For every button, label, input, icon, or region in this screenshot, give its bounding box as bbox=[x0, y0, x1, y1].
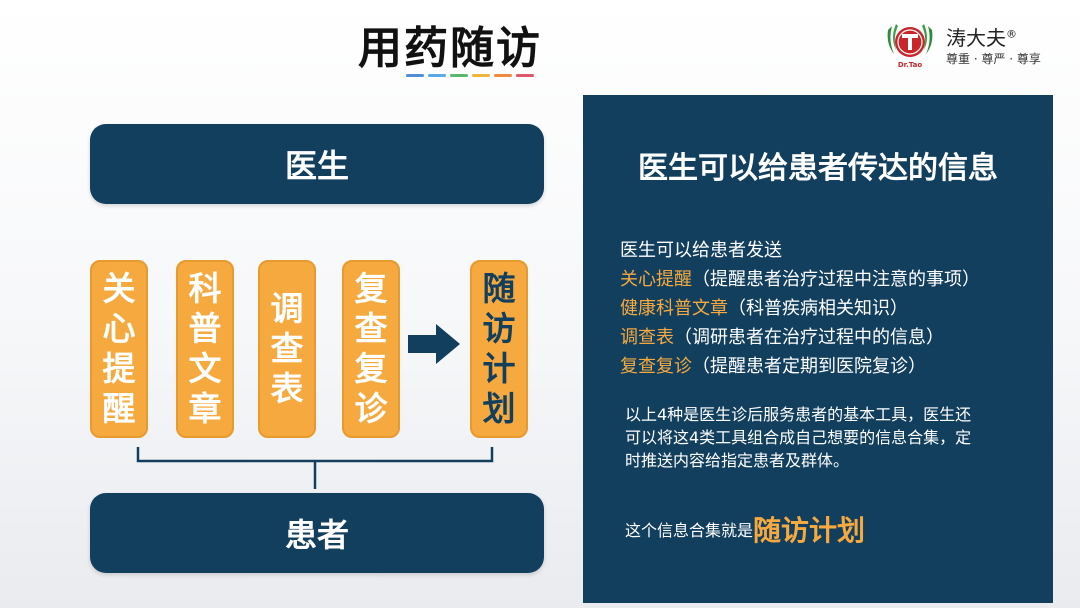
title-underline bbox=[406, 74, 534, 77]
info-item-name: 关心提醒 bbox=[620, 269, 692, 290]
tool-followup-visit: 复查复诊 bbox=[342, 260, 400, 438]
patient-bar: 患者 bbox=[90, 493, 544, 573]
underline-segment bbox=[494, 74, 512, 77]
info-panel: 医生可以给患者传达的信息 医生可以给患者发送 关心提醒（提醒患者治疗过程中注意的… bbox=[583, 95, 1053, 603]
plan-label: 随访计划 bbox=[482, 269, 516, 428]
doctor-label: 医生 bbox=[284, 147, 349, 185]
followup-plan-box: 随访计划 bbox=[470, 260, 528, 438]
right-arrow-icon bbox=[408, 324, 460, 364]
info-item-desc: （提醒患者定期到医院复诊） bbox=[692, 356, 926, 377]
logo-slogan: 尊重 · 尊严 · 尊享 bbox=[946, 52, 1041, 66]
info-item: 关心提醒（提醒患者治疗过程中注意的事项） bbox=[620, 265, 980, 291]
underline-segment bbox=[406, 74, 424, 77]
info-item-desc: （科普疾病相关知识） bbox=[728, 298, 908, 319]
info-item-name: 健康科普文章 bbox=[620, 298, 728, 319]
info-item: 健康科普文章（科普疾病相关知识） bbox=[620, 294, 908, 320]
registered-mark: ® bbox=[1006, 27, 1017, 41]
panel-intro: 医生可以给患者发送 bbox=[620, 240, 782, 261]
underline-segment bbox=[450, 74, 468, 77]
doctor-bar: 医生 bbox=[90, 124, 544, 204]
tool-label: 调查表 bbox=[270, 289, 304, 408]
logo-name: 涛大夫® bbox=[946, 22, 1017, 51]
tool-label: 科普文章 bbox=[188, 269, 222, 428]
bracket-connector bbox=[136, 447, 494, 489]
info-item-desc: （提醒患者治疗过程中注意的事项） bbox=[692, 269, 980, 290]
conclusion-highlight: 随访计划 bbox=[753, 514, 866, 547]
tool-label: 复查复诊 bbox=[354, 269, 388, 428]
info-item-name: 复查复诊 bbox=[620, 356, 692, 377]
tool-survey: 调查表 bbox=[258, 260, 316, 438]
tool-label: 关心提醒 bbox=[102, 269, 136, 428]
info-item: 复查复诊（提醒患者定期到医院复诊） bbox=[620, 352, 926, 378]
info-item-name: 调查表 bbox=[620, 327, 674, 348]
tool-science-article: 科普文章 bbox=[176, 260, 234, 438]
patient-label: 患者 bbox=[284, 516, 349, 554]
info-item-desc: （调研患者在治疗过程中的信息） bbox=[674, 327, 944, 348]
underline-segment bbox=[516, 74, 534, 77]
conclusion-prefix: 这个信息合集就是 bbox=[625, 521, 754, 540]
info-item: 调查表（调研患者在治疗过程中的信息） bbox=[620, 323, 944, 349]
logo-badge-text: Dr.Tao bbox=[898, 61, 923, 69]
panel-conclusion: 这个信息合集就是随访计划 bbox=[625, 509, 865, 549]
panel-title: 医生可以给患者传达的信息 bbox=[638, 151, 998, 186]
panel-description: 以上4种是医生诊后服务患者的基本工具，医生还可以将这4类工具组合成自己想要的信息… bbox=[625, 405, 972, 470]
logo-name-text: 涛大夫 bbox=[946, 26, 1006, 50]
brand-logo: Dr.Tao 涛大夫® 尊重 · 尊严 · 尊享 bbox=[884, 20, 1054, 70]
underline-segment bbox=[472, 74, 490, 77]
underline-segment bbox=[428, 74, 446, 77]
slide-title: 用药随访 bbox=[358, 23, 542, 74]
logo-badge-icon: Dr.Tao bbox=[887, 24, 933, 69]
tool-care-reminder: 关心提醒 bbox=[90, 260, 148, 438]
